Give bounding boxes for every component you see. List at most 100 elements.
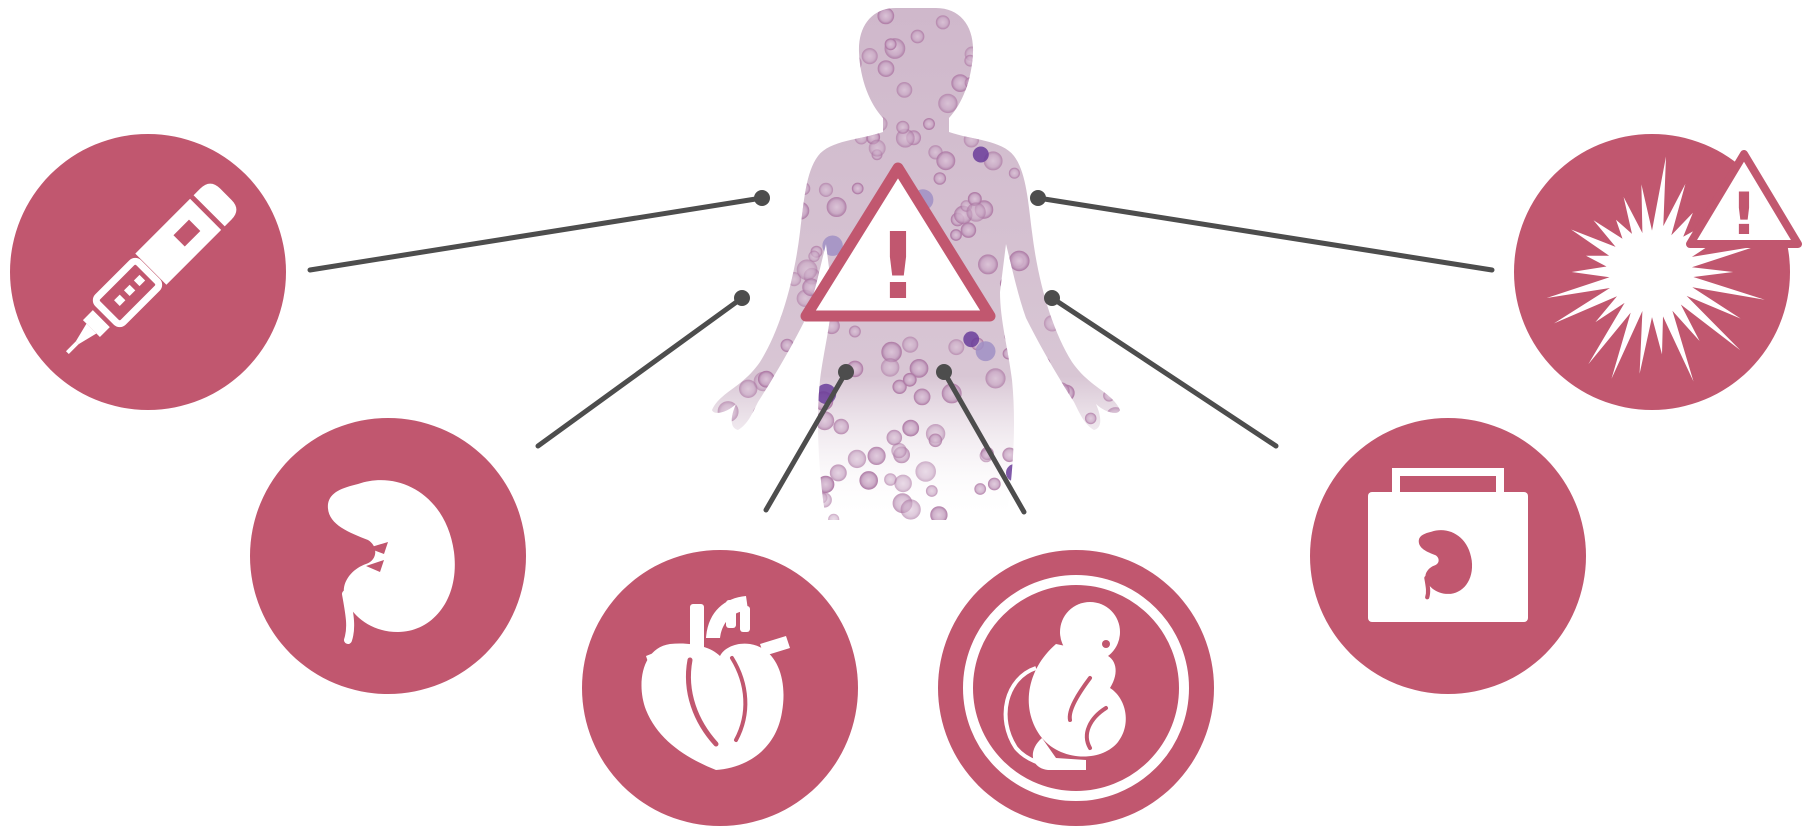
red-blood-cell <box>745 233 763 251</box>
node-heart[interactable] <box>582 550 858 826</box>
red-blood-cell <box>718 402 738 422</box>
red-blood-cell <box>1114 95 1125 106</box>
red-blood-cell <box>901 500 920 519</box>
red-blood-cell <box>967 203 985 221</box>
red-blood-cell <box>742 109 760 127</box>
red-blood-cell <box>710 160 726 176</box>
red-blood-cell <box>852 183 863 194</box>
red-blood-cell <box>714 289 731 306</box>
red-blood-cell <box>965 55 976 66</box>
red-blood-cell <box>1045 124 1064 143</box>
red-blood-cell <box>766 89 779 102</box>
red-blood-cell <box>1040 378 1059 397</box>
red-blood-cell <box>827 68 838 79</box>
red-blood-cell <box>878 61 894 77</box>
red-blood-cell <box>1000 12 1011 23</box>
red-blood-cell <box>758 8 775 25</box>
red-blood-cell <box>1061 259 1079 277</box>
red-blood-cell <box>988 478 1000 490</box>
red-blood-cell <box>783 160 793 170</box>
white-blood-cell <box>1006 464 1024 482</box>
red-blood-cell <box>844 19 855 30</box>
red-blood-cell <box>703 251 718 266</box>
red-blood-cell <box>753 405 772 424</box>
red-blood-cell <box>740 380 757 397</box>
red-blood-cell <box>924 119 935 130</box>
red-blood-cell <box>819 183 832 196</box>
red-blood-cell <box>934 173 946 185</box>
red-blood-cell <box>1012 86 1023 97</box>
red-blood-cell <box>1067 214 1081 228</box>
red-blood-cell <box>704 501 720 517</box>
red-blood-cell <box>739 78 750 89</box>
red-blood-cell <box>827 198 846 217</box>
node-pregnancy[interactable] <box>938 550 1214 826</box>
red-blood-cell <box>980 9 990 19</box>
red-blood-cell <box>903 373 916 386</box>
red-blood-cell <box>798 183 810 195</box>
white-blood-cell <box>1022 131 1040 149</box>
red-blood-cell <box>878 8 894 24</box>
red-blood-cell <box>713 178 729 194</box>
red-blood-cell <box>895 475 912 492</box>
red-blood-cell <box>1000 278 1011 289</box>
red-blood-cell <box>774 506 788 520</box>
red-blood-cell <box>849 326 860 337</box>
red-blood-cell <box>1114 505 1127 518</box>
red-blood-cell <box>818 476 834 492</box>
connector-kidney-transplant <box>1044 290 1276 446</box>
red-blood-cell <box>1107 314 1120 327</box>
transplant-cooler-icon <box>1368 472 1528 622</box>
red-blood-cell <box>1010 251 1030 271</box>
red-blood-cell <box>1099 155 1118 174</box>
red-blood-cell <box>783 495 795 507</box>
red-blood-cell <box>1054 311 1064 321</box>
red-blood-cell <box>979 42 994 57</box>
connector-insulin-pen <box>310 190 770 270</box>
red-blood-cell <box>1003 348 1014 359</box>
red-blood-cell <box>937 152 955 170</box>
red-blood-cell <box>731 185 743 197</box>
red-blood-cell <box>830 465 846 481</box>
node-severe-reaction[interactable]: ! <box>1514 134 1798 410</box>
red-blood-cell <box>887 430 902 445</box>
red-blood-cell <box>1091 440 1108 457</box>
red-blood-cell <box>1056 490 1070 504</box>
red-blood-cell <box>885 39 896 50</box>
red-blood-cell <box>799 485 813 499</box>
red-blood-cell <box>751 227 771 247</box>
red-blood-cell <box>1035 15 1050 30</box>
red-blood-cell <box>1044 316 1059 331</box>
red-blood-cell <box>1066 294 1079 307</box>
node-kidney-transplant[interactable] <box>1310 418 1586 694</box>
red-blood-cell <box>1042 215 1053 226</box>
red-blood-cell <box>855 132 867 144</box>
red-blood-cell <box>734 87 745 98</box>
red-blood-cell <box>759 133 776 150</box>
white-blood-cell <box>963 331 979 347</box>
red-blood-cell <box>819 25 837 43</box>
red-blood-cell <box>965 78 975 88</box>
red-blood-cell <box>774 26 793 45</box>
red-blood-cell <box>1052 383 1069 400</box>
red-blood-cell <box>712 80 729 97</box>
node-kidney[interactable] <box>250 418 526 694</box>
red-blood-cell <box>868 447 885 464</box>
red-blood-cell <box>1109 43 1127 61</box>
red-blood-cell <box>797 260 817 280</box>
red-blood-cell <box>929 434 942 447</box>
red-blood-cell <box>737 454 748 465</box>
red-blood-cell <box>781 339 793 351</box>
red-blood-cell <box>862 49 877 64</box>
red-blood-cell <box>748 256 762 270</box>
red-blood-cell <box>764 299 779 314</box>
red-blood-cell <box>710 130 721 141</box>
red-blood-cell <box>706 175 723 192</box>
red-blood-cell <box>985 6 997 18</box>
red-blood-cell <box>949 340 964 355</box>
red-blood-cell <box>873 117 887 131</box>
red-blood-cell <box>1039 358 1050 369</box>
node-insulin-pen[interactable] <box>10 134 286 410</box>
